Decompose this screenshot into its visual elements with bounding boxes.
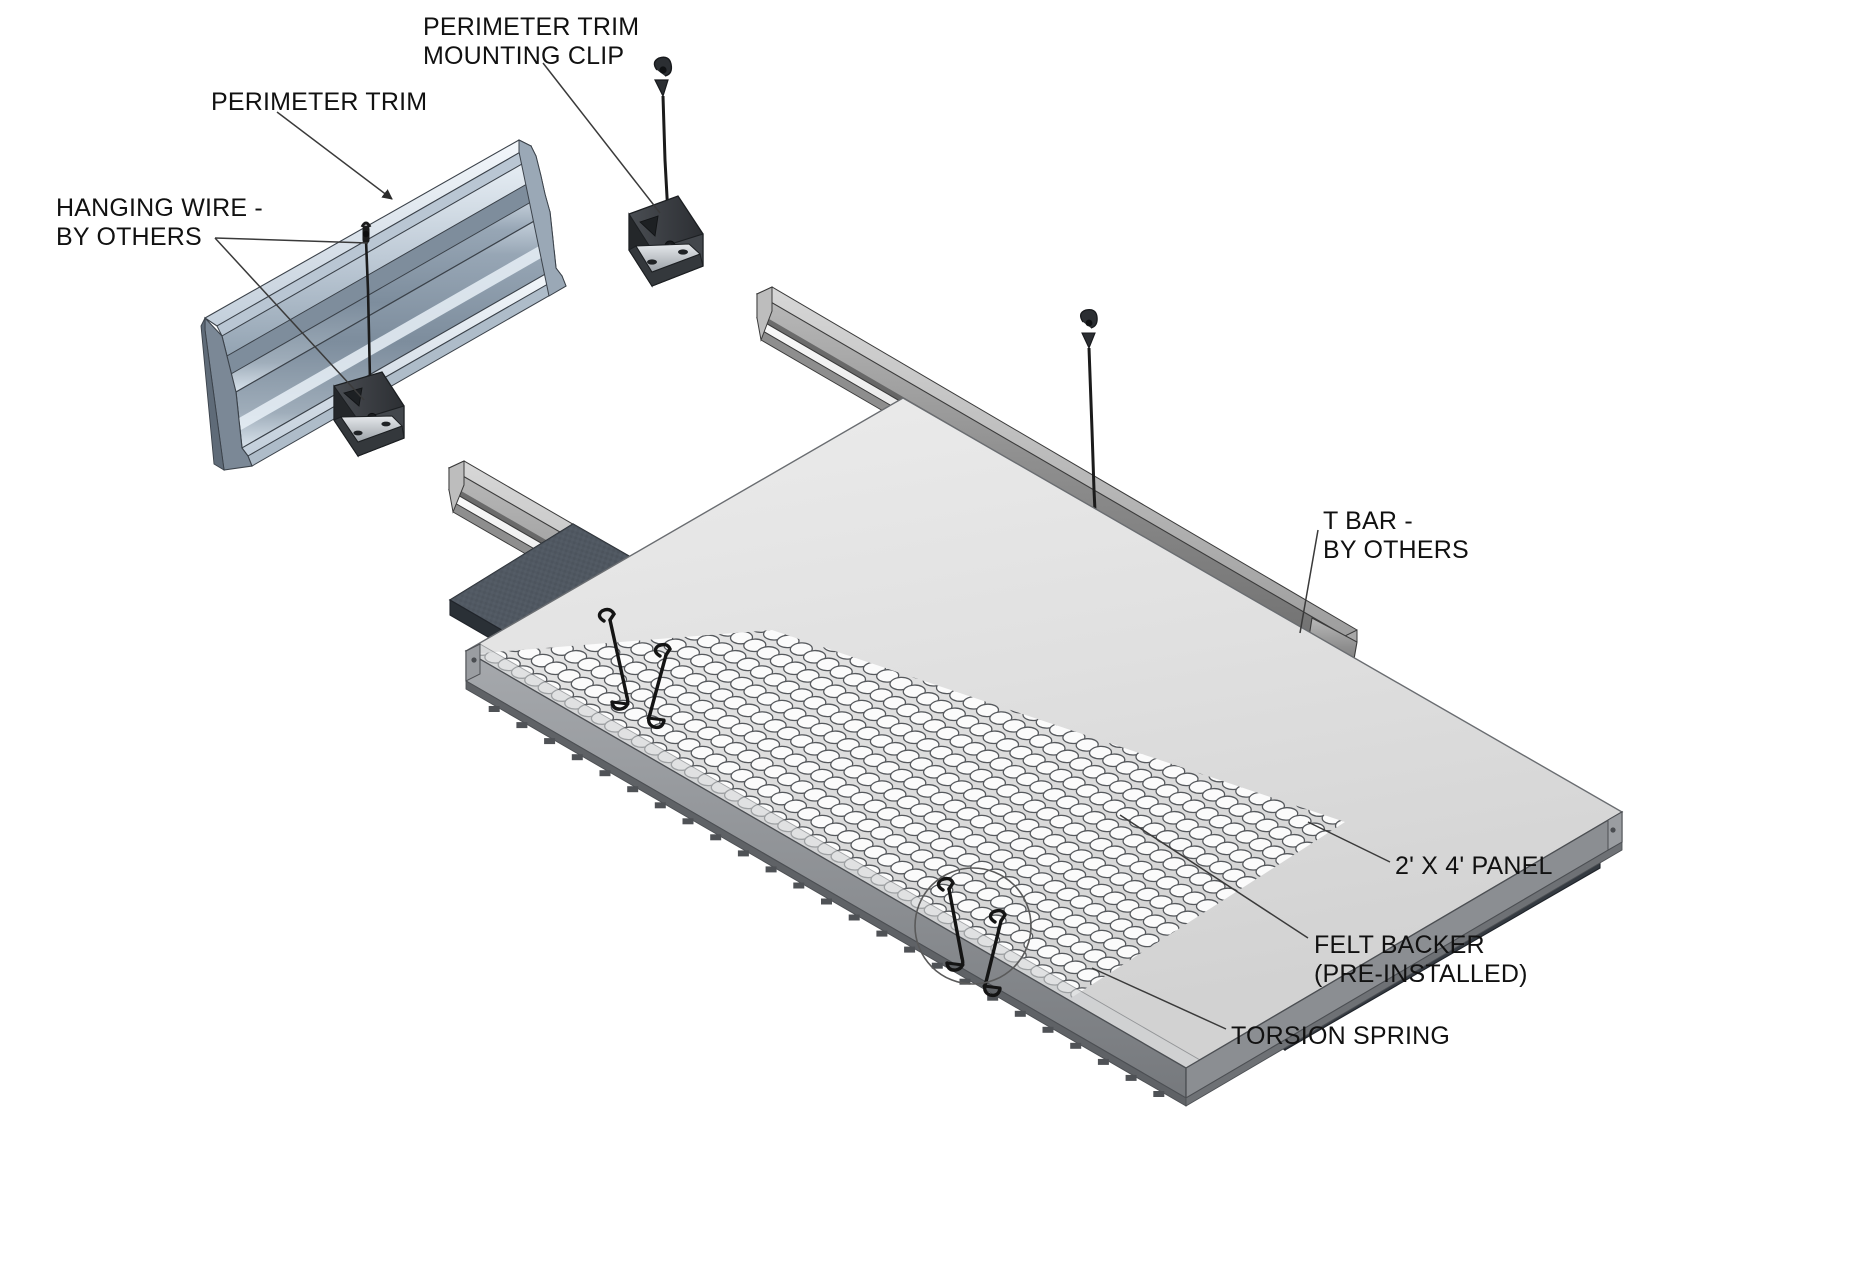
tray-wall-notch	[959, 978, 971, 985]
torsion-spring-1	[597, 607, 630, 711]
leader-felt-backer	[1119, 814, 1309, 939]
tray-wall-notch	[737, 850, 749, 857]
tray-wall-notch	[1153, 1091, 1165, 1097]
label-2x4-panel: 2' X 4' PANEL	[1395, 852, 1553, 881]
perforated-panel-tray	[464, 397, 1624, 1107]
tray-wall-notch	[654, 802, 666, 809]
felt-backer-line-1: FELT BACKER	[1314, 931, 1485, 959]
tray-wall-notch	[904, 946, 916, 953]
tray-wall-notch	[848, 914, 860, 921]
perimeter-trim-mounting-clip-1	[628, 56, 704, 288]
torsion-spring-group	[597, 607, 1007, 998]
hanging-wire-by-others-line-1: HANGING WIRE -	[56, 194, 263, 222]
tray-wall-notch	[599, 770, 611, 777]
leader-hanging-wire-bottom	[214, 237, 365, 401]
tray-wall-notch	[1125, 1074, 1137, 1081]
hanging-wire-by-others-line-2: BY OTHERS	[56, 223, 202, 251]
torsion-spring-detail-circle	[914, 867, 1032, 985]
perimeter-trim-line-1: PERIMETER TRIM	[211, 88, 428, 116]
t-bar-by-others-line-1: T BAR -	[1323, 507, 1413, 535]
tray-wall-notches	[488, 706, 1165, 1097]
leader-perimeter-trim-mounting-clip	[542, 62, 661, 214]
label-felt-backer: FELT BACKER(PRE-INSTALLED)	[1314, 931, 1528, 989]
tray-wall-notch	[793, 882, 805, 889]
label-torsion-spring: TORSION SPRING	[1231, 1022, 1450, 1051]
tray-wall-notch	[710, 834, 722, 841]
label-hanging-wire-by-others: HANGING WIRE -BY OTHERS	[56, 194, 263, 252]
tray-wall-notch	[488, 706, 500, 712]
hanging-wire-right	[1079, 309, 1098, 512]
torsion-spring-3	[936, 876, 965, 972]
tray-wall-notch	[682, 818, 694, 825]
label-t-bar-by-others: T BAR -BY OTHERS	[1323, 507, 1469, 565]
leader-hanging-wire-top	[214, 237, 369, 244]
felt-backer-line-2: (PRE-INSTALLED)	[1314, 960, 1528, 988]
tray-wall-notch	[627, 786, 639, 793]
label-perimeter-trim: PERIMETER TRIM	[211, 88, 427, 117]
perimeter-trim-part	[200, 139, 567, 471]
tray-wall-notch	[821, 898, 832, 905]
perimeter-trim-mounting-clip-line-1: PERIMETER TRIM	[423, 13, 640, 41]
t-bar-by-others-line-2: BY OTHERS	[1323, 536, 1469, 564]
tray-wall-notch	[516, 722, 528, 729]
panel-2x4-line-1: 2' X 4' PANEL	[1395, 852, 1553, 880]
leader-lines	[214, 62, 1391, 1030]
perforation-hole	[749, 630, 773, 633]
tray-wall-notch	[1070, 1042, 1082, 1049]
tray-wall-notch	[765, 866, 777, 873]
perimeter-trim-mounting-clip-2	[333, 371, 405, 458]
tray-wall-notch	[1097, 1058, 1109, 1065]
tray-wall-notch	[931, 962, 943, 969]
torsion-spring-line-1: TORSION SPRING	[1231, 1022, 1451, 1050]
torsion-spring-2	[646, 642, 672, 730]
leader-torsion-spring	[1091, 967, 1227, 1030]
torsion-spring-4	[982, 908, 1007, 998]
perimeter-trim-mounting-clip-line-2: MOUNTING CLIP	[423, 42, 625, 70]
leader-t-bar	[1299, 529, 1319, 634]
tray-wall-notch	[1014, 1010, 1026, 1017]
tray-wall-notch	[876, 930, 888, 937]
tray-wall-notch	[1042, 1026, 1054, 1033]
leader-2x4-panel	[1307, 821, 1391, 863]
tray-wall-notch	[544, 738, 556, 745]
tray-wall-notch	[987, 994, 999, 1001]
leader-perimeter-trim	[276, 111, 393, 200]
tray-wall-notch	[571, 754, 583, 761]
